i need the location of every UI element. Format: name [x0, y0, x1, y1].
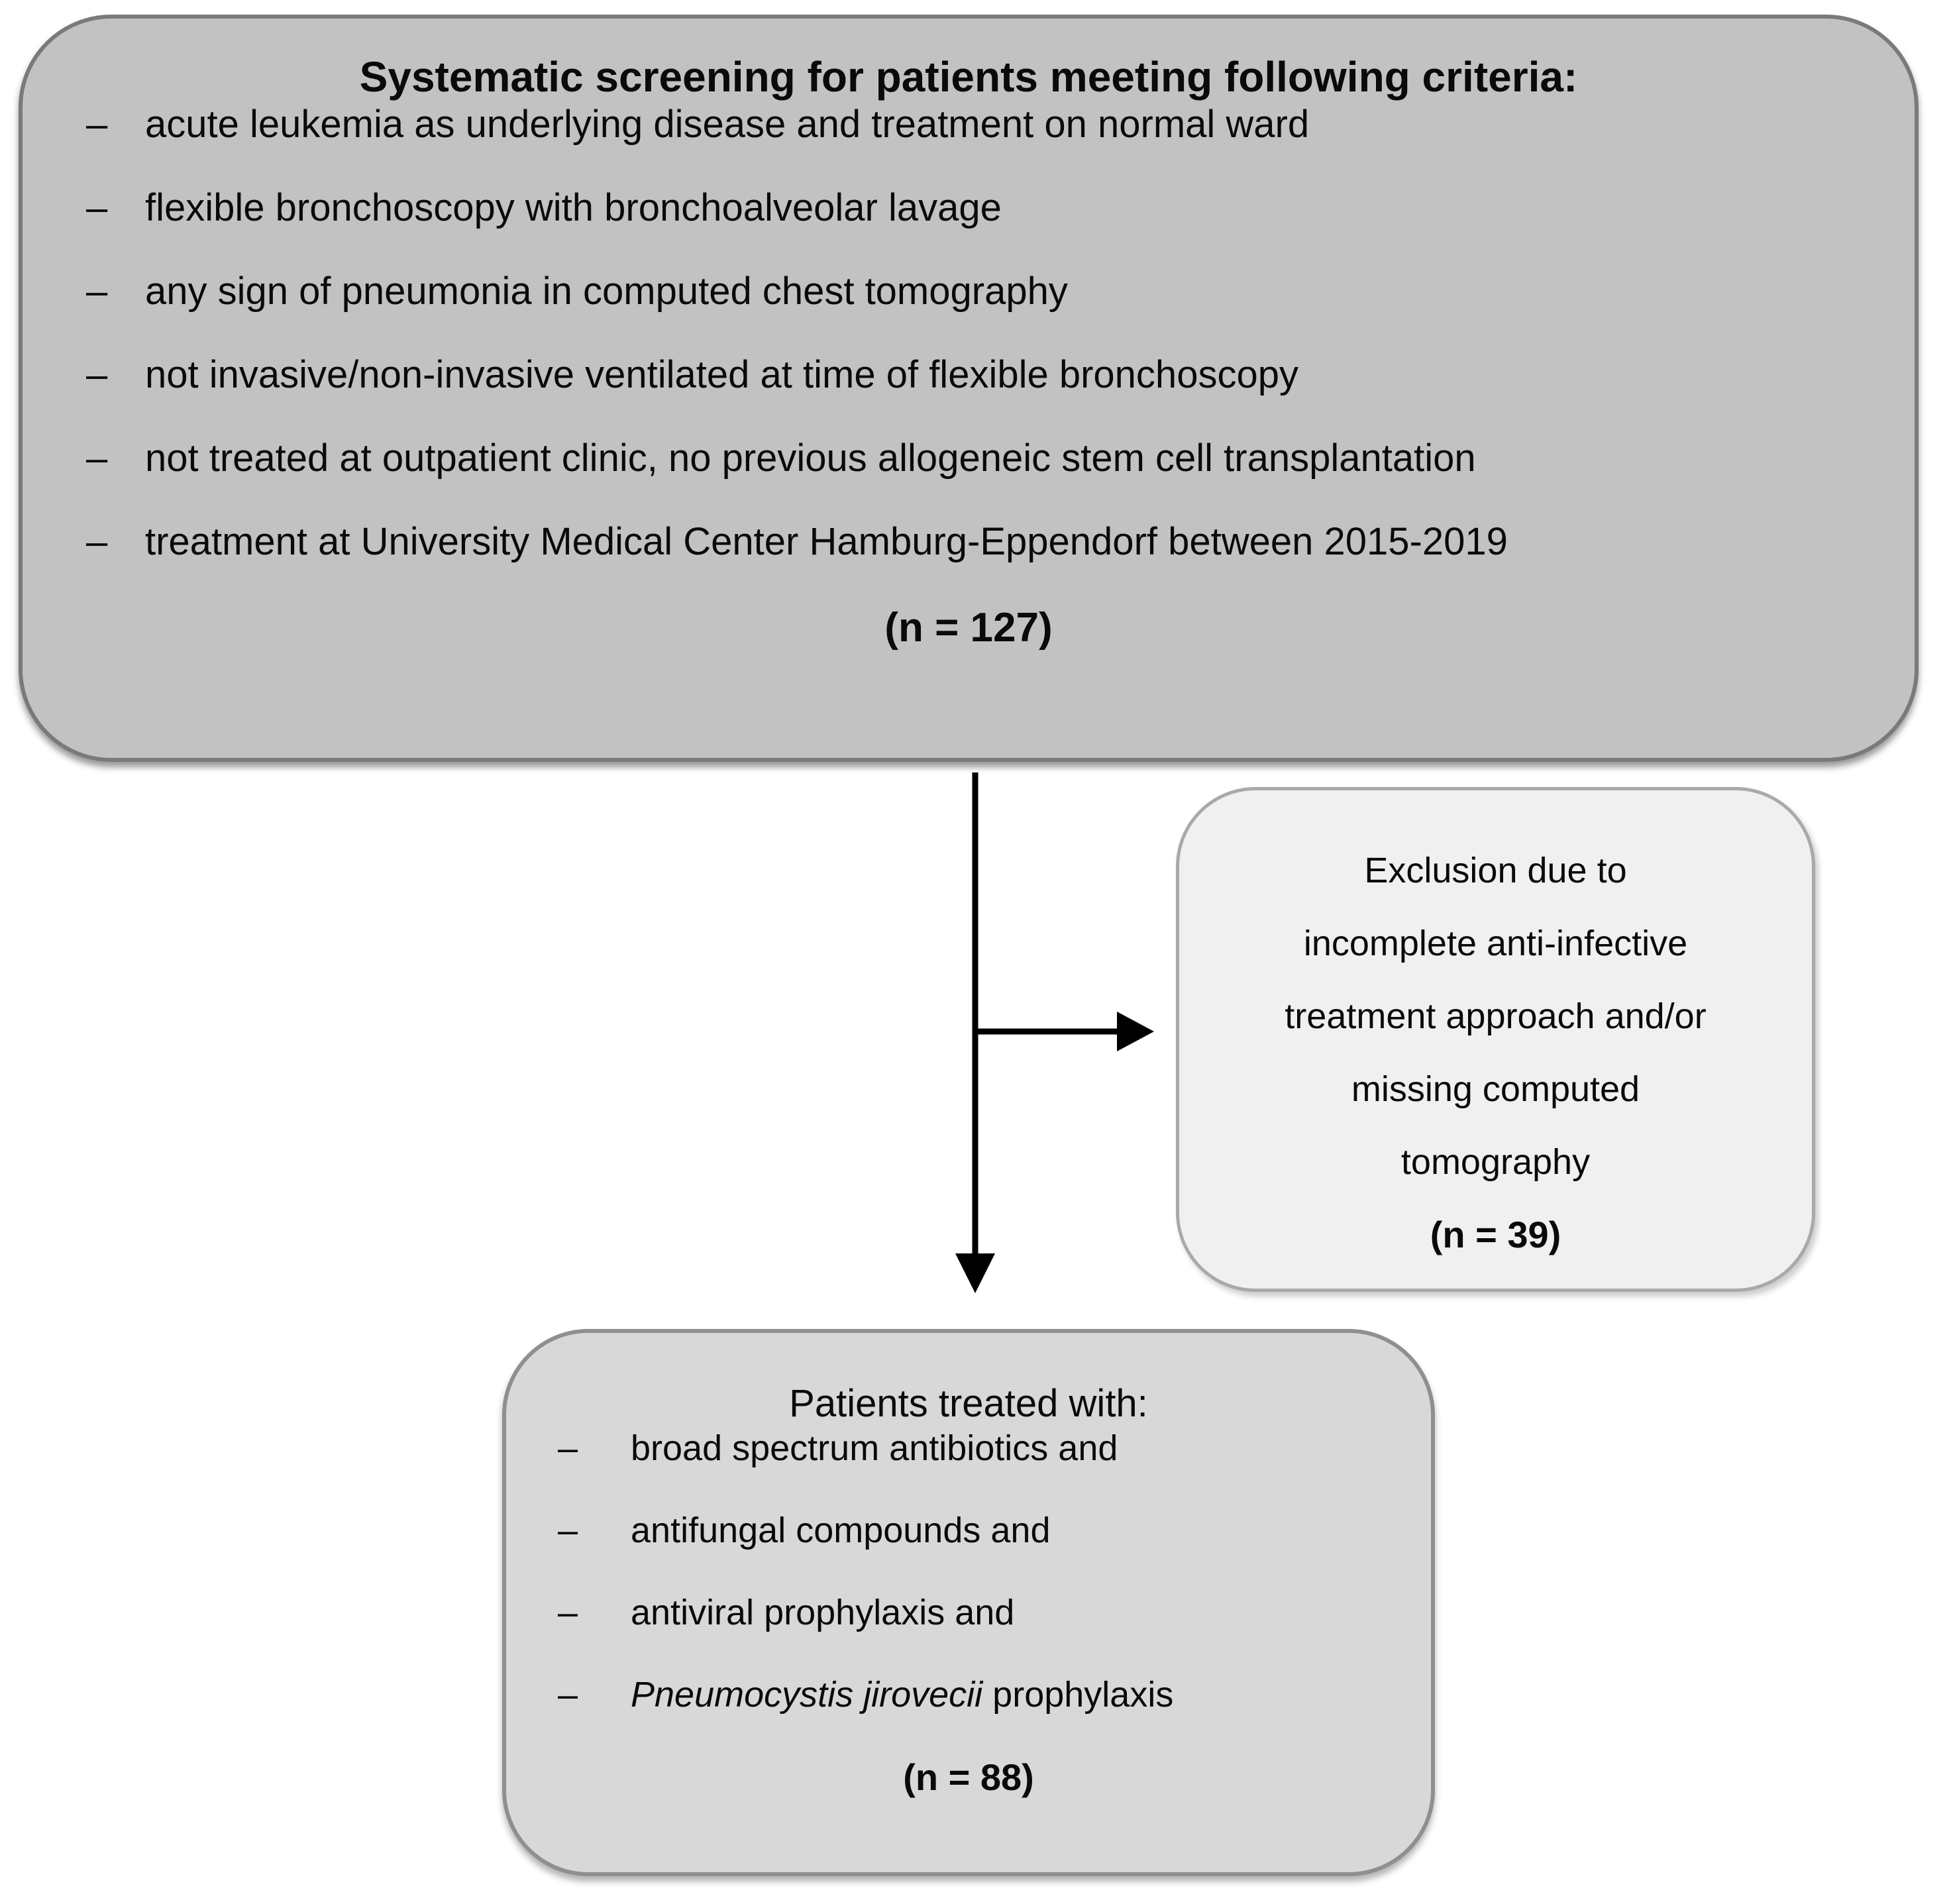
- criteria-item-text: any sign of pneumonia in computed chest …: [145, 270, 1068, 313]
- criteria-item-text: flexible bronchoscopy with bronchoalveol…: [145, 186, 1002, 229]
- criteria-item-text: acute leukemia as underlying disease and…: [145, 103, 1310, 146]
- dash-bullet: –: [558, 1428, 578, 1468]
- exclusion-text-line: tomography: [1400, 1142, 1591, 1182]
- exclusion-text-line: incomplete anti-infective: [1303, 924, 1688, 963]
- treatment-item-plain-text: antifungal compounds and: [631, 1510, 1051, 1550]
- criteria-item: – not invasive/non-invasive ventilated a…: [23, 354, 1915, 396]
- treatment-item: – antiviral prophylaxis and: [506, 1591, 1431, 1634]
- treatment-item-text: antifungal compounds and: [631, 1509, 1050, 1552]
- criteria-item: – any sign of pneumonia in computed ches…: [23, 270, 1915, 313]
- treatment-item-text: antiviral prophylaxis and: [631, 1591, 1014, 1634]
- exclusion-text-line: Exclusion due to: [1364, 851, 1627, 890]
- treatment-item-plain-text: antiviral prophylaxis and: [631, 1593, 1015, 1632]
- screening-box-title: Systematic screening for patients meetin…: [359, 53, 1578, 101]
- dash-bullet: –: [86, 520, 108, 563]
- dash-bullet: –: [86, 186, 108, 229]
- screening-count: (n = 127): [884, 605, 1053, 651]
- criteria-item: – flexible bronchoscopy with bronchoalve…: [23, 187, 1915, 229]
- treatment-box-title: Patients treated with:: [789, 1382, 1148, 1425]
- criteria-item-text: not treated at outpatient clinic, no pre…: [145, 437, 1476, 480]
- exclusion-count: (n = 39): [1430, 1214, 1561, 1255]
- right-arrowhead-icon: [1117, 1012, 1154, 1051]
- dash-bullet: –: [558, 1593, 578, 1632]
- treatment-item-text: Pneumocystis jirovecii prophylaxis: [631, 1673, 1173, 1716]
- treatment-item-text: broad spectrum antibiotics and: [631, 1427, 1118, 1469]
- screening-criteria-list: – acute leukemia as underlying disease a…: [23, 103, 1915, 563]
- dash-bullet: –: [558, 1510, 578, 1550]
- criteria-item: – acute leukemia as underlying disease a…: [23, 103, 1915, 146]
- treatment-item-plain-text: prophylaxis: [982, 1675, 1174, 1715]
- down-arrowhead-icon: [955, 1253, 995, 1293]
- treatment-item: – broad spectrum antibiotics and: [506, 1427, 1431, 1469]
- screening-criteria-box: Systematic screening for patients meetin…: [19, 15, 1919, 762]
- treatment-count: (n = 88): [903, 1756, 1034, 1798]
- criteria-item-text: not invasive/non-invasive ventilated at …: [145, 353, 1298, 396]
- exclusion-text-line: treatment approach and/or: [1285, 996, 1707, 1036]
- treatment-item-italic-text: Pneumocystis jirovecii: [631, 1675, 983, 1715]
- criteria-item: – treatment at University Medical Center…: [23, 521, 1915, 563]
- dash-bullet: –: [86, 437, 108, 480]
- treatment-box: Patients treated with: – broad spectrum …: [502, 1329, 1435, 1876]
- exclusion-text-line: missing computed: [1351, 1069, 1640, 1109]
- treatment-item-plain-text: broad spectrum antibiotics and: [631, 1428, 1118, 1468]
- criteria-item-text: treatment at University Medical Center H…: [145, 520, 1508, 563]
- dash-bullet: –: [86, 103, 108, 146]
- treatment-item: – antifungal compounds and: [506, 1509, 1431, 1552]
- treatment-list: – broad spectrum antibiotics and – antif…: [506, 1427, 1431, 1716]
- exclusion-box: Exclusion due to incomplete anti-infecti…: [1176, 787, 1815, 1292]
- criteria-item: – not treated at outpatient clinic, no p…: [23, 437, 1915, 480]
- treatment-item: – Pneumocystis jirovecii prophylaxis: [506, 1673, 1431, 1716]
- dash-bullet: –: [86, 270, 108, 313]
- dash-bullet: –: [86, 353, 108, 396]
- dash-bullet: –: [558, 1675, 578, 1715]
